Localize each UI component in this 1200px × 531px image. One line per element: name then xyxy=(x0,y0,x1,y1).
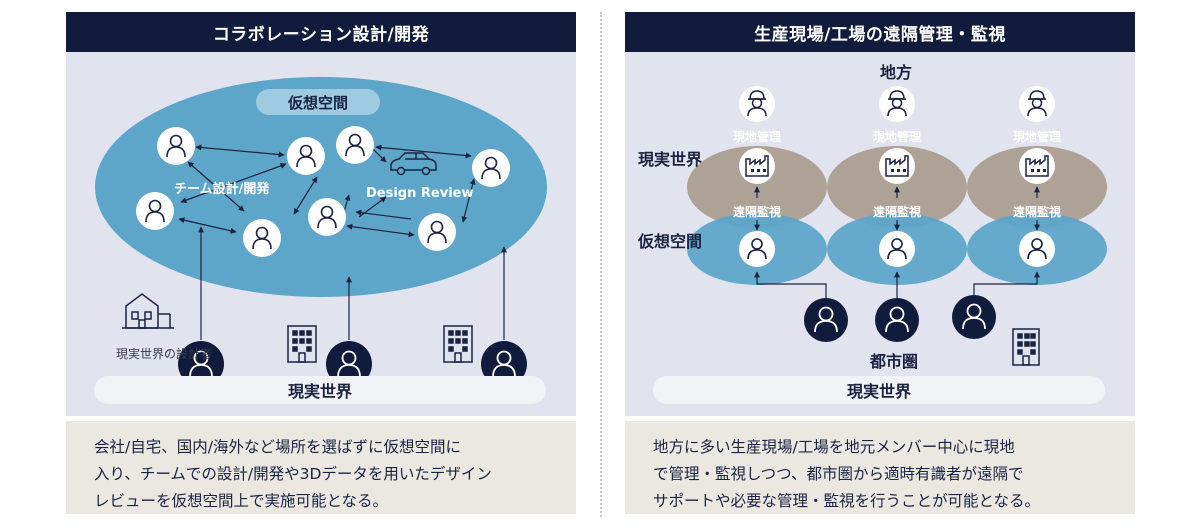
real-world-side-label: 現実世界 xyxy=(638,150,703,169)
building-icon xyxy=(443,325,473,363)
site-management-label: 現地管理 xyxy=(872,130,921,144)
site-management-label: 現地管理 xyxy=(1012,130,1061,144)
panel-divider xyxy=(600,12,602,517)
virtual-space-label: 仮想空間 xyxy=(256,89,380,115)
remote-monitoring-label: 遠隔監視 xyxy=(732,205,781,219)
remote-management-diagram: 地方 現実世界 仮想空間 現地管理 現地管理 現地管理 遠隔監視 遠隔監視 遠隔… xyxy=(625,52,1135,416)
caption-line: 会社/自宅、国内/海外など場所を選ばずに仮想空間に xyxy=(94,438,461,456)
worker-icon xyxy=(1018,85,1056,123)
person-icon xyxy=(286,136,326,176)
remote-management-caption: 地方に多い生産現場/工場を地元メンバー中心に現地 で管理・監視しつつ、都市圏から… xyxy=(625,421,1135,514)
house-icon xyxy=(122,293,174,329)
factory-icon xyxy=(1018,147,1056,185)
real-world-bar: 現実世界 xyxy=(653,376,1105,404)
person-icon xyxy=(335,125,375,165)
person-icon xyxy=(803,297,849,343)
remote-monitoring-label: 遠隔監視 xyxy=(872,205,921,219)
person-icon xyxy=(1018,230,1056,268)
person-icon xyxy=(878,230,916,268)
caption-line: 入り、チームでの設計/開発や3Dデータを用いたデザイン xyxy=(94,465,492,483)
remote-management-panel: 生産現場/工場の遠隔管理・監視 xyxy=(625,12,1135,514)
person-icon xyxy=(951,294,997,340)
factory-icon xyxy=(878,147,916,185)
site-management-label: 現地管理 xyxy=(732,130,781,144)
caption-line: レビューを仮想空間上で実施可能となる。 xyxy=(94,492,389,510)
caption-line: サポートや必要な管理・監視を行うことが可能となる。 xyxy=(653,492,1041,510)
collaboration-diagram: 仮想空間 チーム設計/開発 Design Review 現実世界の設計者 現実世… xyxy=(66,52,576,416)
caption-line: で管理・監視しつつ、都市圏から適時有識者が遠隔で xyxy=(653,465,1024,483)
remote-management-title: 生産現場/工場の遠隔管理・監視 xyxy=(625,12,1135,52)
person-icon xyxy=(874,297,920,343)
factory-icon xyxy=(738,147,776,185)
collaboration-caption: 会社/自宅、国内/海外など場所を選ばずに仮想空間に 入り、チームでの設計/開発や… xyxy=(66,421,576,514)
person-icon xyxy=(471,148,511,188)
worker-icon xyxy=(738,85,776,123)
worker-icon xyxy=(878,85,916,123)
collaboration-panel: コラボレーション設計/開発 xyxy=(66,12,576,514)
remote-monitoring-label: 遠隔監視 xyxy=(1012,205,1061,219)
collaboration-title: コラボレーション設計/開発 xyxy=(66,12,576,52)
person-icon xyxy=(307,197,347,237)
person-icon xyxy=(417,212,457,252)
building-icon xyxy=(287,325,317,363)
building-icon xyxy=(1012,328,1040,366)
collaboration-arrows xyxy=(178,141,507,340)
person-icon xyxy=(242,218,282,258)
real-world-designer-label: 現実世界の設計者 xyxy=(116,347,213,361)
team-design-label: チーム設計/開発 xyxy=(174,182,270,197)
design-review-label: Design Review xyxy=(366,186,474,201)
person-icon xyxy=(135,191,175,231)
real-world-bar: 現実世界 xyxy=(94,376,546,404)
virtual-space-side-label: 仮想空間 xyxy=(638,232,703,251)
caption-line: 地方に多い生産現場/工場を地元メンバー中心に現地 xyxy=(653,438,1015,456)
region-city-label: 都市圏 xyxy=(870,352,919,371)
car-icon xyxy=(390,152,437,176)
person-icon xyxy=(156,126,196,166)
person-icon xyxy=(738,230,776,268)
region-rural-label: 地方 xyxy=(880,63,913,82)
